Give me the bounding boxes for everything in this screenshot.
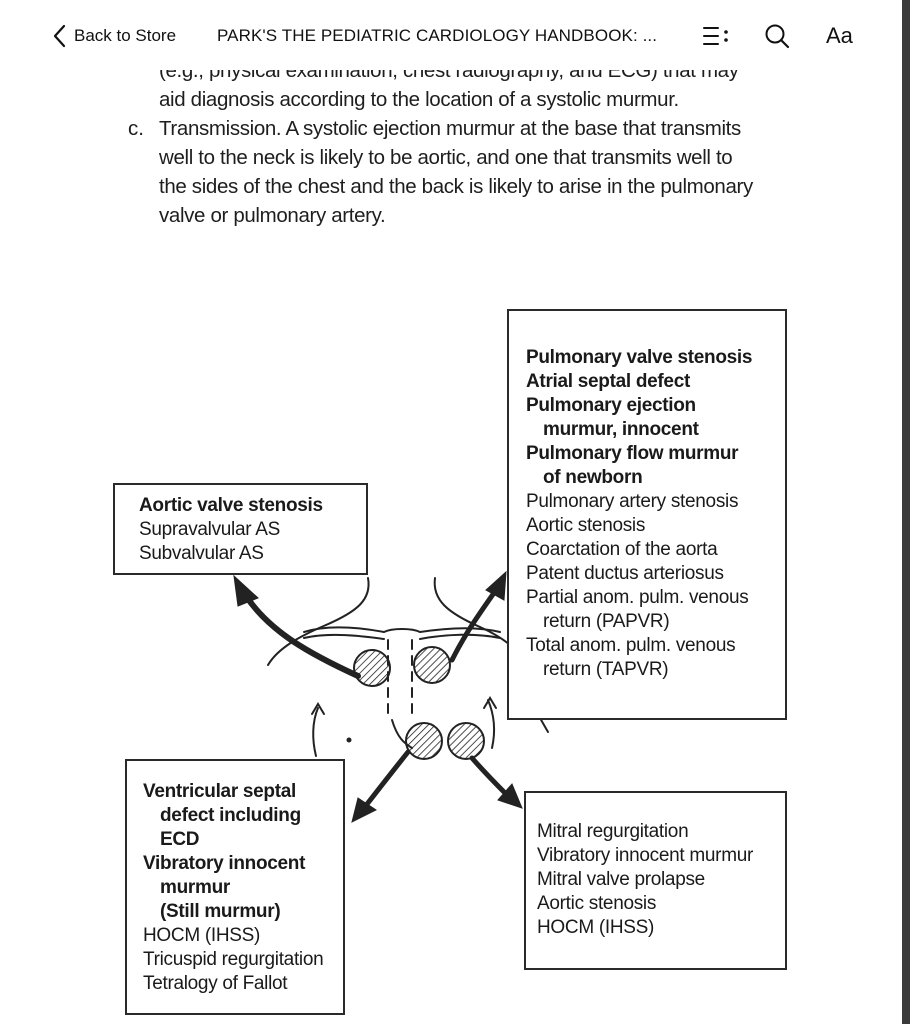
tricuspid-condition: ECD [160,829,200,850]
pulmonary-condition: return (TAPVR) [543,659,669,680]
clavicle-left [303,626,385,633]
text-line: well to the neck is likely to be aortic,… [159,146,733,169]
axilla-right [487,699,496,749]
text-line: Transmission. A systolic ejection murmur… [159,117,741,140]
tricuspid-condition: Vibratory innocent [143,853,306,874]
aortic-condition: Subvalvular AS [139,543,264,564]
tricuspid-condition: HOCM (IHSS) [143,925,261,946]
text-line: the sides of the chest and the back is l… [159,175,753,198]
mitral-condition: Vibratory innocent murmur [537,845,754,866]
mitral-condition: Mitral valve prolapse [537,869,705,890]
neck-left [325,577,370,626]
pulmonary-condition: Atrial septal defect [526,371,690,392]
mitral-condition: Aortic stenosis [537,893,657,914]
pulmonary-condition: Coarctation of the aorta [526,539,718,560]
arrow-mitral-head [497,783,523,809]
tricuspid-condition: defect including [160,805,301,826]
back-to-store-button[interactable]: Back to Store [50,22,176,50]
pulmonary-condition: Pulmonary artery stenosis [526,491,739,512]
arrow-tricuspid [361,749,411,811]
pulmonary-condition: Patent ductus arteriosus [526,563,724,584]
back-to-store-label: Back to Store [74,26,177,45]
aortic-area [353,649,391,687]
pulmonary-condition: Pulmonary flow murmur [526,443,739,464]
pulmonary-condition: Pulmonary valve stenosis [526,347,753,368]
mitral-condition: Mitral regurgitation [537,821,689,842]
tricuspid-condition: (Still murmur) [160,901,281,922]
pulmonary-condition: Partial anom. pulm. venous [526,587,749,608]
mitral-condition: HOCM (IHSS) [537,917,655,938]
list-marker: c. [128,117,144,140]
armpit-tick-right [483,696,497,709]
pulmonary-condition: Total anom. pulm. venous [526,635,736,656]
text-line: aid diagnosis according to the location … [159,88,679,111]
armpit-tick-left [311,702,325,715]
chest-line-right [539,717,549,733]
reader-toolbar: Back to Store PARK'S THE PEDIATRIC CARDI… [0,0,902,70]
search-icon[interactable] [763,22,791,50]
pulmonary-condition: murmur, innocent [543,419,699,440]
clavicle-right [419,627,501,633]
table-of-contents-icon[interactable] [700,22,732,50]
nipple-dot [346,737,352,743]
tricuspid-condition: Tricuspid regurgitation [143,949,324,970]
tricuspid-condition: murmur [160,877,230,898]
arrow-pulmonary-head [485,570,507,601]
mitral-area [447,722,485,760]
pulmonary-area [413,646,451,684]
page-text: (e.g., physical examination, chest radio… [0,60,902,240]
tricuspid-area [405,722,443,760]
aortic-condition: Aortic valve stenosis [139,495,323,516]
arrow-mitral [469,755,511,799]
arrow-tricuspid-head [351,797,377,823]
aortic-condition: Supravalvular AS [139,519,280,540]
clavicle-left-lower [303,633,385,640]
pulmonary-condition: of newborn [543,467,643,488]
arrow-aortic-head [233,574,259,607]
arrow-aortic [243,593,361,679]
tricuspid-condition: Ventricular septal [143,781,297,802]
sternal-notch [383,628,421,633]
window-edge [902,0,910,1024]
pulmonary-condition: return (PAPVR) [543,611,670,632]
font-settings-button[interactable]: Aa [826,23,853,48]
text-line: valve or pulmonary artery. [159,204,386,227]
arrow-pulmonary [449,587,499,663]
tricuspid-condition: Tetralogy of Fallot [143,973,288,994]
chevron-left-icon [53,24,66,48]
book-title: PARK'S THE PEDIATRIC CARDIOLOGY HANDBOOK… [217,26,658,45]
pulmonary-condition: Aortic stenosis [526,515,646,536]
pulmonary-condition: Pulmonary ejection [526,395,696,416]
clavicle-right-lower [419,633,501,640]
axilla-left [312,707,319,757]
